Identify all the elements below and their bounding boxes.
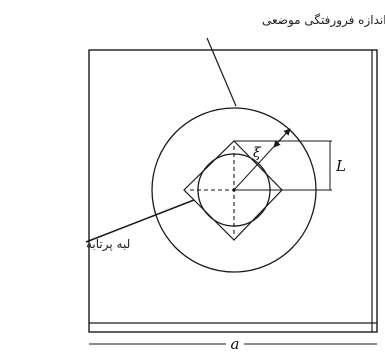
label-projectile-edge: لبه پرتابه xyxy=(86,237,130,252)
label-xi: ξ xyxy=(253,145,262,161)
plate-square xyxy=(88,49,378,333)
label-local-indentation-size: اندازه فرورفتگی موضعی xyxy=(262,13,385,28)
xi-arrow xyxy=(273,128,291,148)
leader-indentation xyxy=(206,37,237,107)
leader-projectile-edge xyxy=(85,199,195,243)
label-a: a xyxy=(231,335,240,353)
label-L: L xyxy=(335,157,346,175)
